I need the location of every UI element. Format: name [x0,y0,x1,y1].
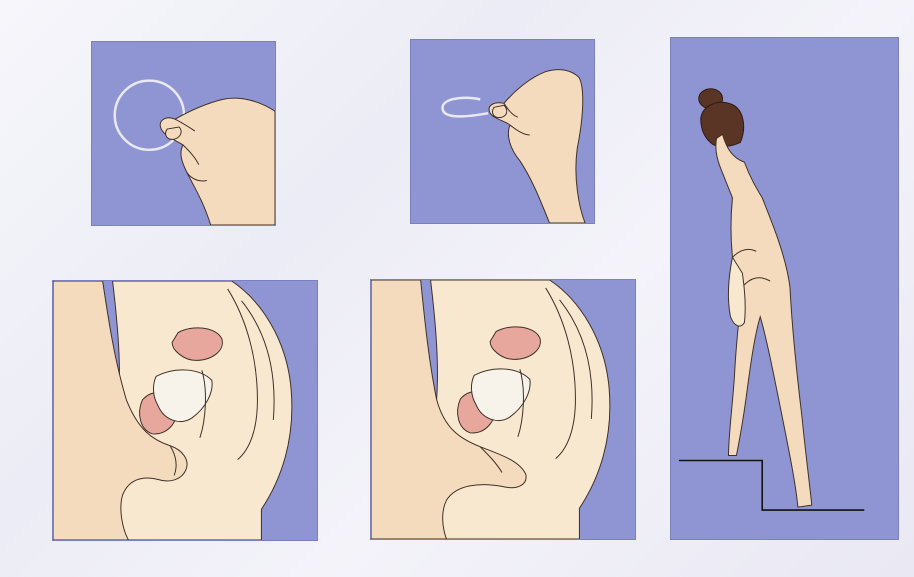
pelvis-cross-section-icon [112,281,292,540]
hand-squeezing-ring-illustration [411,40,594,223]
standing-woman-illustration [671,38,898,539]
panel-standing-position [670,37,899,540]
hand-holding-ring-illustration [92,42,275,225]
folded-ring-icon [443,98,489,117]
pelvis-cross-section-icon [430,280,610,539]
panel-insertion-start [52,280,318,541]
hand-icon [160,98,275,225]
insertion-cross-section-illustration [53,281,317,540]
panel-squeeze-ring [410,39,595,224]
hand-icon [489,70,585,223]
insertion-deep-cross-section-illustration [371,280,635,539]
panel-hold-ring [91,41,276,226]
step-icon [679,460,864,510]
panel-insertion-deep [370,279,636,540]
standing-woman-icon [699,89,812,507]
